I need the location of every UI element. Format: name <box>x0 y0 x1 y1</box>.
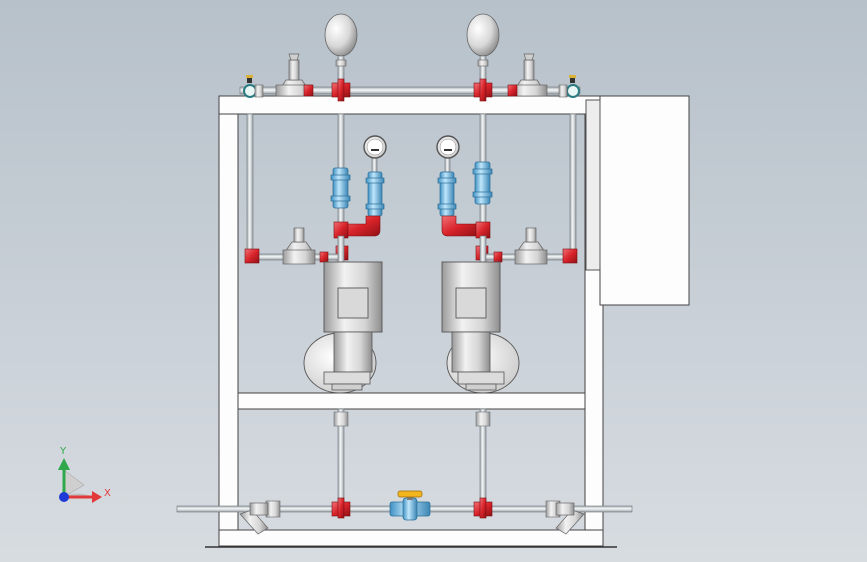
tank-inlet-pipes <box>337 235 487 263</box>
top-left-end-fitting <box>243 75 264 98</box>
control-cabinet <box>585 95 690 306</box>
axis-triad-icon[interactable]: Y X <box>58 446 111 503</box>
red-elbows-mid <box>333 215 491 261</box>
top-right-end-fitting <box>558 75 580 98</box>
skid-frame <box>205 95 617 548</box>
right-pressure-gauge <box>436 135 460 173</box>
bottom-ball-valve <box>389 490 431 521</box>
right-pump-unit <box>441 261 520 394</box>
right-y-strainer <box>555 502 585 535</box>
frame-left-post <box>218 95 239 535</box>
right-expansion-tank <box>466 13 500 88</box>
left-expansion-tank <box>324 13 358 88</box>
frame-middle-shelf <box>237 392 586 410</box>
left-branch-relief-valve <box>282 227 329 265</box>
frame-base <box>218 529 604 547</box>
blue-inline-filters <box>330 161 493 217</box>
top-left-relief-valve <box>275 53 313 97</box>
axis-y-label: Y <box>59 446 67 457</box>
left-pump-unit <box>303 261 383 394</box>
top-header-pipe <box>239 86 581 95</box>
frame-top-beam <box>218 95 604 115</box>
left-pressure-gauge <box>363 135 387 173</box>
axis-x-label: X <box>104 488 111 499</box>
bottom-red-tees <box>331 497 493 519</box>
vertical-pipes-lower <box>333 408 491 506</box>
top-red-tees <box>303 78 518 102</box>
right-branch-relief-valve <box>493 227 548 265</box>
left-y-strainer <box>239 502 269 535</box>
